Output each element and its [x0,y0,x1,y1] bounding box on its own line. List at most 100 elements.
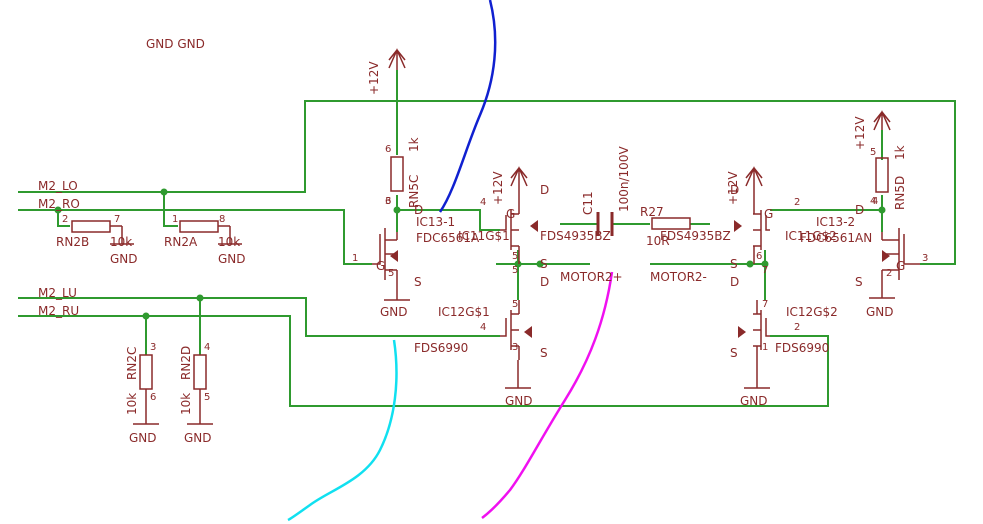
pin-number: 5 [512,251,518,262]
pin-number: 5 [512,265,518,276]
resistor-rn5d [875,157,889,193]
mosfet-ic12-1 [500,300,520,360]
body-diode-icon [390,250,398,262]
pin-letter: D [730,275,739,289]
gnd-label: GND [505,394,533,408]
pin-letter: G [896,259,905,273]
part-value-rn2a: 10k [218,235,240,249]
wire-rn2a-drop [163,192,178,227]
pin-letter: G [506,207,515,221]
part-value-ic12-1: FDS6990 [414,341,468,355]
part-graphics [71,48,920,425]
part-value-rn2c: 10k [125,393,139,415]
pin-letter: S [730,346,738,360]
pin-letter: S [730,257,738,271]
pin-number: 7 [114,214,120,225]
part-name-ic11-1: IC11G$1 [458,229,510,243]
junction [142,312,150,320]
pin-number: 5 [388,268,394,279]
net-label-m2-lu: M2_LU [38,286,77,300]
pin-number: 2 [62,214,68,225]
part-value-ic11-1: FDS4935BZ [540,229,611,243]
part-name-rn2c: RN2C [125,347,139,380]
pin-number: 4 [870,196,876,207]
pin-number: 7 [762,265,768,276]
part-name-r27: R27 [640,205,664,219]
part-name-c11: C11 [581,191,595,215]
gnd-symbol-icon [869,280,895,299]
part-name-rn5d: RN5D [893,176,907,210]
body-diode-icon [882,250,890,262]
part-value-rn2b: 10k [110,235,132,249]
part-name-rn2b: RN2B [56,235,89,249]
junction [761,260,769,268]
part-name-ic12-1: IC12G$1 [438,305,490,319]
pin-number: 1 [352,253,358,264]
part-name-ic12-2: IC12G$2 [786,305,838,319]
resistor-rn2b [71,220,111,233]
part-name-ic11-2: IC11G$2 [785,229,837,243]
gnd-label: GND [184,431,212,445]
pin-number: 4 [204,342,210,353]
pin-letter: S [540,257,548,271]
pin-number: 1 [762,342,768,353]
part-value-ic13-2: FDC6561AN [800,231,872,245]
junction [160,188,168,196]
gnd-symbol-icon [187,395,213,425]
resistor-rn5c [390,156,404,192]
net-label-m2-ru: M2_RU [38,304,79,318]
resistor-r27 [651,217,691,230]
body-diode-icon [734,220,742,232]
pin-number: 7 [762,299,768,310]
pin-letter: G [376,259,385,273]
pin-letter: S [855,275,863,289]
net-label-m2-ro: M2_RO [38,197,80,211]
junction [196,294,204,302]
wire-m2-lo [18,100,956,265]
wire-m2-ru [18,315,829,407]
pin-number: 1 [172,214,178,225]
pin-number: 6 [385,196,391,207]
junction [536,260,544,268]
net-label-motor2-plus: MOTOR2+ [560,270,623,284]
mosfet-ic11-2 [753,200,770,264]
pin-number: 5 [512,299,518,310]
pin-number: 6 [150,392,156,403]
mosfet-ic13-2 [881,228,920,280]
net-label-m2-lo: M2_LO [38,179,78,193]
resistor-rn2a [179,220,219,233]
supply-arrow-icon [510,166,528,200]
part-value-ic11-2: FDS4935BZ [660,229,731,243]
part-value-rn2d: 10k [179,393,193,415]
pin-number: 3 [512,342,518,353]
gnd-symbol-icon [744,360,770,389]
resistor-rn2d [193,354,207,390]
part-value-c11: 100n/100V [617,146,631,212]
gnd-symbol-icon [384,280,410,301]
part-name-rn2a: RN2A [164,235,198,249]
supply-arrow-icon [873,110,891,131]
part-name-ic13-1: IC13-1 [416,215,455,229]
capacitor-c11 [596,212,614,236]
pin-letter: S [540,346,548,360]
resistor-rn2c [139,354,153,390]
gnd-label: GND [129,431,157,445]
gnd-label: GND [380,305,408,319]
annotation-stroke-magenta [481,271,614,519]
wire-m2-lu [18,297,500,337]
supply-label: +12V [853,116,867,150]
supply-label: +12V [491,171,505,205]
wire-ic13-1-drain [397,209,500,231]
gnd-symbol-icon [110,226,134,245]
gnd-label: GND [110,252,138,266]
wire-rn2b-drop [57,210,70,227]
part-value-ic13-1: FDC6561A [416,231,480,245]
junction [878,206,886,214]
pin-number: 4 [480,197,486,208]
pin-number: 6 [756,251,762,262]
junction [54,206,62,214]
pin-letter: D [540,275,549,289]
junction [393,206,401,214]
supply-arrow-icon [388,48,406,70]
